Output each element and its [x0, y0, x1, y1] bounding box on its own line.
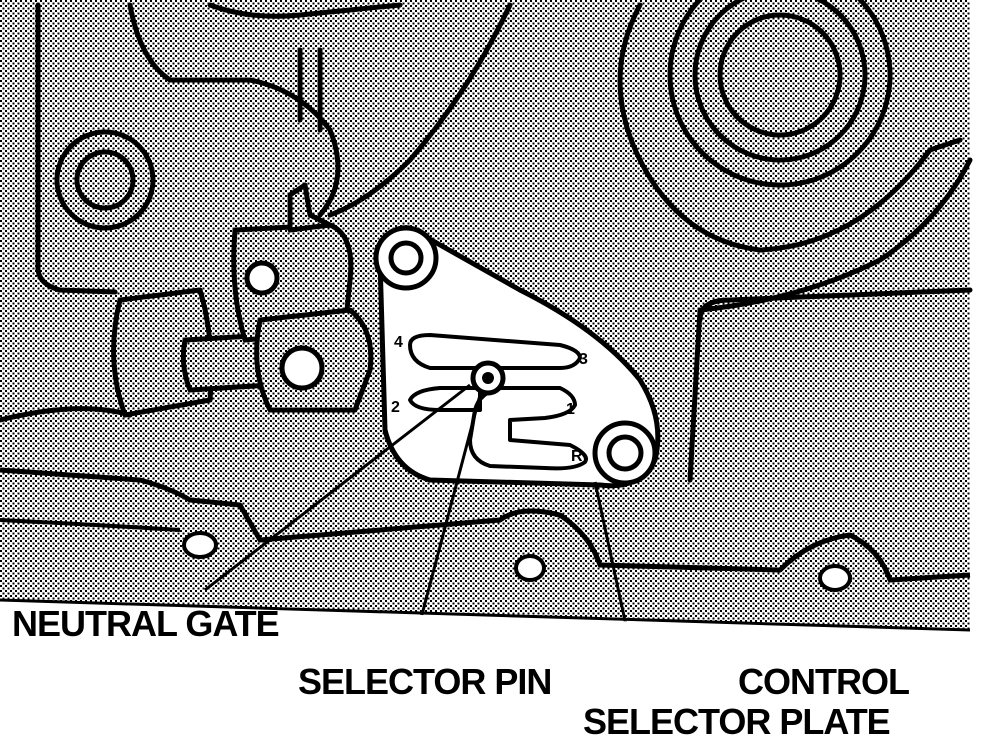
bearing-boss-middle — [692, 0, 868, 163]
detent-pivot-hole — [279, 345, 325, 391]
lever-tab — [287, 182, 333, 233]
gate-position-1: 1 — [566, 401, 575, 418]
plate-lower-bolt-head — [606, 434, 644, 472]
lever-bolt-hole — [244, 260, 280, 296]
flange-bolt-hole-3 — [818, 564, 852, 592]
lower-flange-edge — [0, 598, 971, 632]
flange-bolt-hole-2 — [514, 554, 546, 582]
bearing-boss-inner — [717, 12, 843, 138]
selector-plate-label: SELECTOR PLATE — [583, 701, 891, 742]
right-housing-lower-contour — [687, 157, 973, 483]
housing-left-ledge — [0, 406, 133, 423]
lower-flange-inner-edge — [0, 518, 181, 532]
housing-left-curve — [127, 2, 341, 218]
bearing-boss-outer — [667, 0, 893, 188]
gate-position-4: 4 — [394, 334, 403, 351]
right-housing-panel — [697, 287, 973, 323]
gate-slot-4-3 — [408, 333, 582, 370]
housing-outline — [35, 2, 118, 295]
left-boss-inner — [74, 149, 136, 211]
plate-upper-bolt-head — [388, 240, 424, 276]
selector-pin-label: SELECTOR PIN — [298, 661, 552, 702]
gate-position-labels: 4 3 2 1R — [391, 334, 588, 465]
neutral-gate-label: NEUTRAL GATE — [12, 603, 280, 644]
selector-pin-center — [482, 372, 494, 384]
control-selector-plate — [377, 225, 661, 489]
neutral-gate-leader-line — [204, 383, 471, 592]
right-housing-contour — [617, 2, 963, 253]
gate-slot-1-R — [468, 386, 588, 471]
housing-upper-curve — [207, 2, 403, 19]
gate-position-3: 3 — [579, 351, 588, 368]
flange-bolt-hole-1 — [182, 531, 218, 559]
left-boss-outer — [54, 129, 156, 231]
gate-position-2: 2 — [391, 399, 400, 416]
lower-flange — [0, 467, 971, 583]
label-area — [0, 602, 970, 746]
housing-diagonal-edge — [327, 2, 513, 218]
control-label: CONTROL — [738, 661, 910, 702]
gate-position-r: R — [571, 448, 583, 465]
selector-shaft — [180, 332, 273, 393]
